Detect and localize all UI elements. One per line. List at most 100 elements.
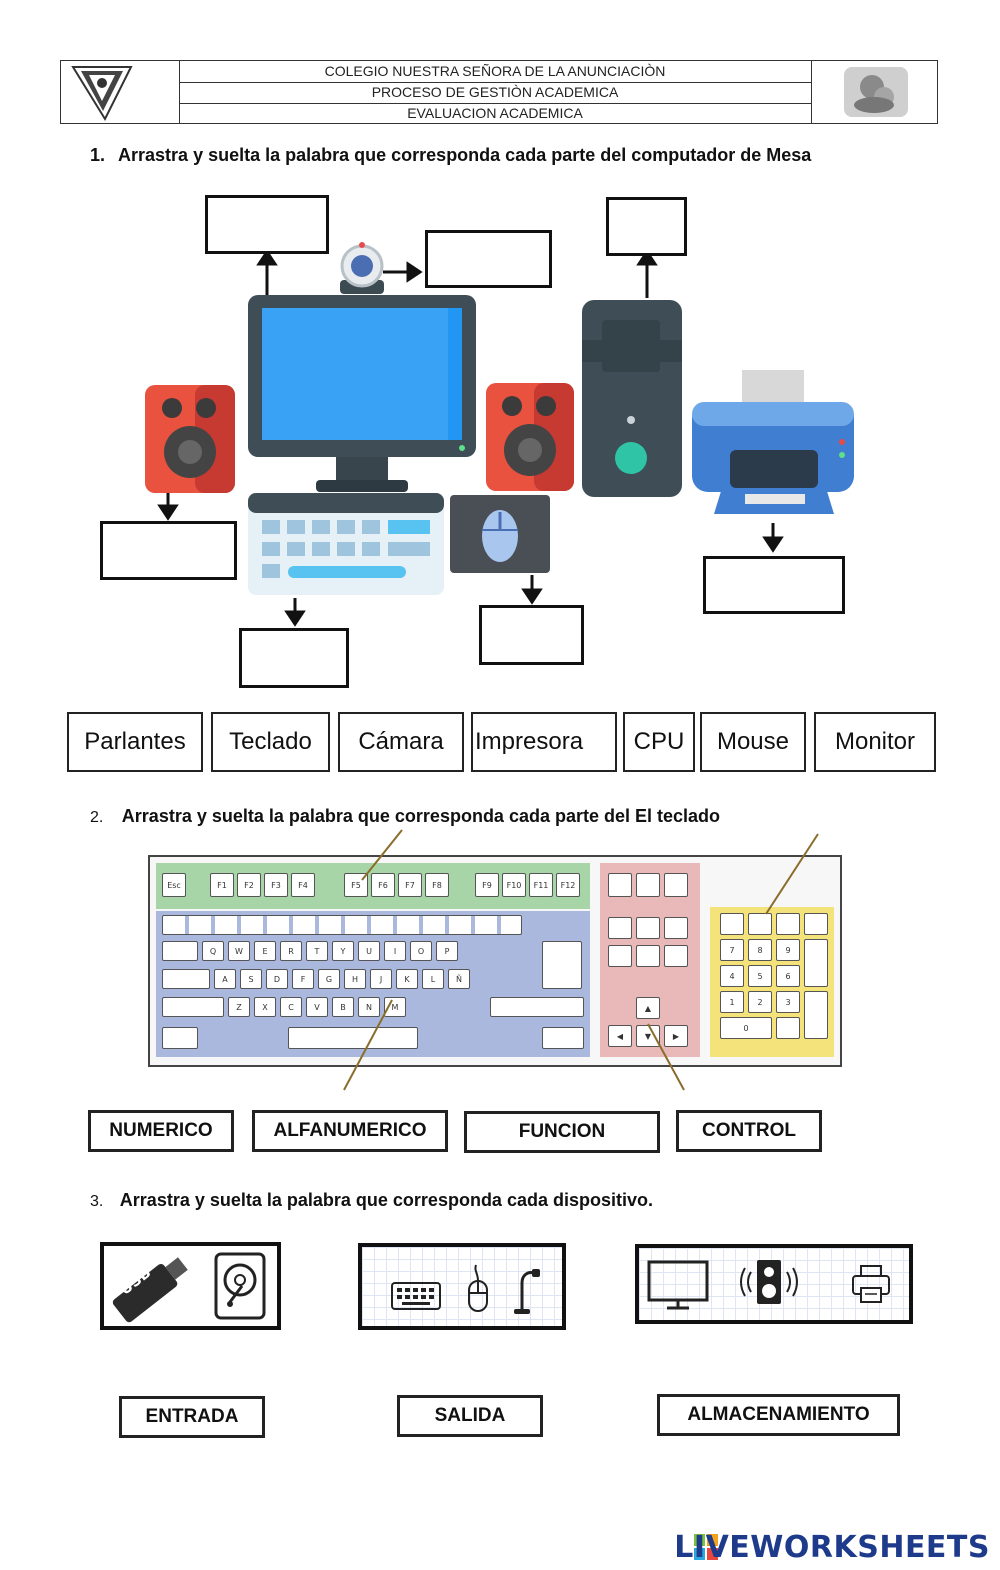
keyboard-icon xyxy=(248,493,444,595)
header-table: COLEGIO NUESTRA SEÑORA DE LA ANUNCIACIÒN… xyxy=(60,60,938,124)
key-num-1: 1 xyxy=(720,991,744,1013)
key-multiply xyxy=(776,913,800,935)
key-enie: Ñ xyxy=(448,969,470,989)
drop-box-speaker[interactable] xyxy=(100,521,237,580)
key-c: C xyxy=(280,997,302,1017)
key-t: T xyxy=(306,941,328,961)
liveworksheets-logo-icon xyxy=(694,1532,720,1562)
question-2: 2. Arrastra y suelta la palabra que corr… xyxy=(90,806,720,827)
mouse-icon xyxy=(450,495,550,573)
key-f2: F2 xyxy=(237,873,261,897)
key-num-6: 6 xyxy=(776,965,800,987)
key-num-3: 3 xyxy=(776,991,800,1013)
key-u: U xyxy=(358,941,380,961)
key-pageup xyxy=(664,917,688,939)
drop-box-keyboard[interactable] xyxy=(239,628,349,688)
key-p: P xyxy=(436,941,458,961)
key-f1: F1 xyxy=(210,873,234,897)
key-esc: Esc xyxy=(162,873,186,897)
question-2-number: 2. xyxy=(90,809,104,826)
word-numerico[interactable]: NUMERICO xyxy=(88,1110,234,1152)
key-enter xyxy=(542,941,582,989)
key-f9: F9 xyxy=(475,873,499,897)
drop-box-monitor[interactable] xyxy=(205,195,329,254)
key-i: I xyxy=(384,941,406,961)
key-num-9: 9 xyxy=(776,939,800,961)
key-delete xyxy=(608,945,632,967)
speaker-small-icon xyxy=(740,1260,798,1304)
word-monitor[interactable]: Monitor xyxy=(814,712,936,772)
key-ctrl-right xyxy=(542,1027,584,1049)
key-home xyxy=(636,917,660,939)
key-f7: F7 xyxy=(398,873,422,897)
word-cpu[interactable]: CPU xyxy=(623,712,695,772)
liveworksheets-brand[interactable]: LIVEWORKSHEETS xyxy=(674,1530,990,1565)
key-numlock xyxy=(720,913,744,935)
key-d: D xyxy=(266,969,288,989)
key-f5: F5 xyxy=(344,873,368,897)
webcam-icon xyxy=(340,242,384,294)
monitor-small-icon xyxy=(647,1260,709,1310)
drop-box-cpu[interactable] xyxy=(606,197,687,256)
hard-drive-icon xyxy=(214,1252,266,1320)
device-group-output xyxy=(635,1244,913,1324)
word-parlantes[interactable]: Parlantes xyxy=(67,712,203,772)
key-print xyxy=(608,873,632,897)
key-num-dot xyxy=(776,1017,800,1039)
drop-box-mouse[interactable] xyxy=(479,605,584,665)
key-shift-right xyxy=(490,997,584,1017)
religious-image-icon xyxy=(844,67,908,117)
monitor-icon xyxy=(248,295,476,492)
key-h: H xyxy=(344,969,366,989)
key-divide xyxy=(748,913,772,935)
key-k: K xyxy=(396,969,418,989)
key-f3: F3 xyxy=(264,873,288,897)
key-z: Z xyxy=(228,997,250,1017)
number-row xyxy=(162,915,522,935)
question-1-text: Arrastra y suelta la palabra que corresp… xyxy=(118,145,812,165)
key-insert xyxy=(608,917,632,939)
drop-box-camera[interactable] xyxy=(425,230,552,288)
school-crest-icon xyxy=(71,66,133,122)
word-salida[interactable]: SALIDA xyxy=(397,1395,543,1437)
key-num-enter xyxy=(804,991,828,1039)
key-e: E xyxy=(254,941,276,961)
key-space xyxy=(288,1027,418,1049)
key-j: J xyxy=(370,969,392,989)
key-s: S xyxy=(240,969,262,989)
word-teclado[interactable]: Teclado xyxy=(211,712,330,772)
question-3-text: Arrastra y suelta la palabra que corresp… xyxy=(119,1190,653,1210)
school-name: COLEGIO NUESTRA SEÑORA DE LA ANUNCIACIÒN xyxy=(179,61,811,83)
question-3: 3. Arrastra y suelta la palabra que corr… xyxy=(90,1190,653,1211)
word-camara[interactable]: Cámara xyxy=(338,712,464,772)
printer-small-icon xyxy=(852,1265,890,1303)
key-ctrl-left xyxy=(162,1027,198,1049)
key-num-7: 7 xyxy=(720,939,744,961)
header-image-cell xyxy=(811,61,938,123)
keyboard-pointer-lines xyxy=(343,829,819,1091)
key-num-0: 0 xyxy=(720,1017,772,1039)
question-2-text: Arrastra y suelta la palabra que corresp… xyxy=(121,806,721,826)
microphone-small-icon xyxy=(514,1269,540,1314)
key-n: N xyxy=(358,997,380,1017)
input-devices-drawing xyxy=(391,1264,540,1314)
key-f4: F4 xyxy=(291,873,315,897)
key-f11: F11 xyxy=(529,873,553,897)
word-mouse[interactable]: Mouse xyxy=(700,712,806,772)
key-o: O xyxy=(410,941,432,961)
word-funcion[interactable]: FUNCION xyxy=(464,1111,660,1153)
key-g: G xyxy=(318,969,340,989)
device-group-storage: USB xyxy=(100,1242,281,1330)
key-pagedown xyxy=(664,945,688,967)
key-x: X xyxy=(254,997,276,1017)
key-v: V xyxy=(306,997,328,1017)
word-alfanumerico[interactable]: ALFANUMERICO xyxy=(252,1110,448,1152)
word-almacenamiento[interactable]: ALMACENAMIENTO xyxy=(657,1394,900,1436)
key-y: Y xyxy=(332,941,354,961)
question-1-number: 1. xyxy=(90,145,106,165)
drop-box-printer[interactable] xyxy=(703,556,845,614)
word-entrada[interactable]: ENTRADA xyxy=(119,1396,265,1438)
word-impresora[interactable]: Impresora xyxy=(471,712,617,772)
word-control[interactable]: CONTROL xyxy=(676,1110,822,1152)
key-shift-left xyxy=(162,997,224,1017)
